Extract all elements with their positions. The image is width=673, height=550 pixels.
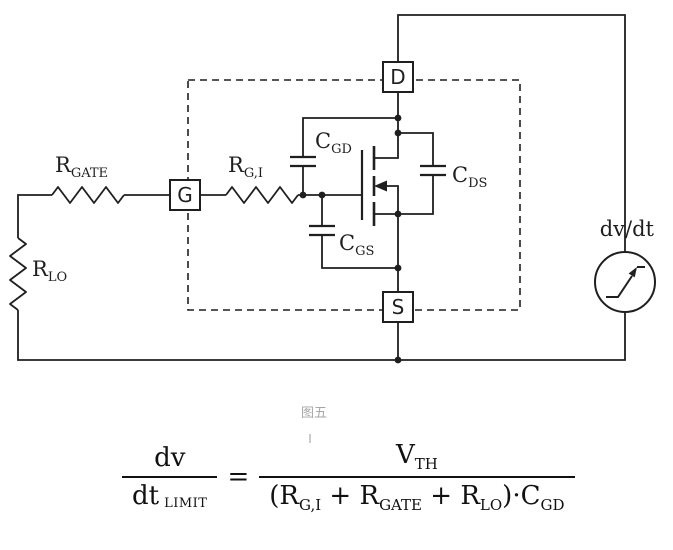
- label-c-ds: CDS: [452, 163, 487, 191]
- label-r-gate-sub: GATE: [71, 166, 108, 181]
- label-r-gate-main: R: [55, 153, 72, 177]
- formula-rhs-denominator: (RG,I + RGATE + RLO)·CGD: [259, 476, 575, 515]
- den-sub: GATE: [379, 496, 423, 515]
- terminal-s-label: S: [392, 295, 405, 319]
- terminal-d-label: D: [390, 65, 405, 89]
- mosfet-source-lead: [374, 213, 399, 292]
- circuit-diagram-svg: D G S dv/dt RGATE RG,I RL: [9, 14, 656, 364]
- den-part: + R: [422, 481, 480, 512]
- cgd-lead-top: [302, 117, 398, 157]
- terminal-g-box: [169, 179, 201, 211]
- den-part: )·C: [502, 481, 541, 512]
- mosfet-drain-lead: [374, 92, 399, 159]
- junction-dots: [299, 114, 402, 364]
- wire-left-upper: [17, 194, 52, 238]
- dvdt-source: dv/dt: [594, 217, 656, 313]
- formula-limit-subscript: LIMIT: [164, 496, 208, 512]
- den-part: (R: [269, 481, 300, 512]
- label-r-lo-sub: LO: [48, 270, 67, 285]
- formula-vth-sub: TH: [414, 455, 438, 474]
- formula-rhs-numerator: VTH: [386, 440, 448, 476]
- wire-bottom-left: [17, 310, 626, 361]
- capacitor-c-ds: [398, 132, 446, 215]
- den-sub: GD: [540, 496, 565, 515]
- formula-lhs-numerator: dv: [154, 443, 186, 474]
- capacitor-c-gs: [309, 195, 398, 269]
- label-r-gate: RGATE: [55, 153, 108, 181]
- stray-mark: [309, 434, 311, 443]
- dvdt-source-circle: [594, 251, 656, 313]
- cgs-lead-bottom: [321, 235, 398, 269]
- figure-caption: 图五: [300, 406, 327, 421]
- resistor-r-lo: [9, 237, 27, 311]
- den-part: + R: [321, 481, 380, 512]
- label-c-gs: CGS: [339, 231, 374, 259]
- label-r-lo-main: R: [32, 257, 49, 281]
- cds-lead-bottom: [398, 175, 434, 215]
- label-c-gs-main: C: [339, 231, 355, 255]
- label-r-lo: RLO: [32, 257, 67, 285]
- wire-top-right: [397, 14, 626, 252]
- den-sub: G,I: [299, 496, 322, 515]
- slew-rate-arrow-icon: [606, 275, 633, 298]
- label-c-ds-main: C: [452, 163, 468, 187]
- label-r-gi: RG,I: [228, 153, 263, 181]
- junction-dot: [394, 356, 402, 364]
- cds-lead-top: [398, 132, 434, 166]
- slew-rate-arrowhead-icon: [628, 267, 637, 278]
- formula-lhs-dt: dt: [132, 481, 160, 512]
- junction-dot: [394, 114, 402, 122]
- wires: [17, 14, 626, 361]
- junction-dot: [318, 191, 326, 199]
- label-c-gd-sub: GD: [331, 142, 352, 157]
- component-labels: RGATE RG,I RLO CGD CGS CDS: [32, 129, 487, 285]
- label-c-gs-sub: GS: [355, 244, 374, 259]
- label-c-gd: CGD: [315, 129, 352, 157]
- den-sub: LO: [479, 496, 503, 515]
- label-r-gi-sub: G,I: [244, 166, 263, 181]
- label-c-ds-sub: DS: [468, 176, 487, 191]
- mosfet-body-arrow-icon: [374, 180, 387, 192]
- capacitor-c-gd: [290, 117, 398, 195]
- equals-sign: =: [227, 462, 250, 493]
- junction-dot: [394, 129, 402, 137]
- junction-dot: [299, 191, 307, 199]
- resistor-r-gate: [51, 186, 125, 204]
- resistor-r-gi: [225, 186, 299, 204]
- terminal-s-box: [382, 291, 414, 323]
- terminal-d-box: [382, 61, 414, 93]
- resistors: [9, 186, 299, 311]
- terminal-g-label: G: [177, 183, 193, 207]
- label-r-gi-main: R: [228, 153, 245, 177]
- junction-dot: [394, 210, 402, 218]
- terminals: D G S: [169, 61, 414, 323]
- junction-dot: [394, 264, 402, 272]
- formula-vth-main: V: [395, 440, 415, 470]
- mosfet-body-lead: [387, 185, 399, 214]
- mosfet-symbol: [360, 92, 399, 292]
- formula-rhs-fraction: VTH (RG,I + RGATE + RLO)·CGD: [259, 440, 575, 515]
- dvdt-source-label: dv/dt: [600, 217, 655, 241]
- label-c-gd-main: C: [315, 129, 331, 153]
